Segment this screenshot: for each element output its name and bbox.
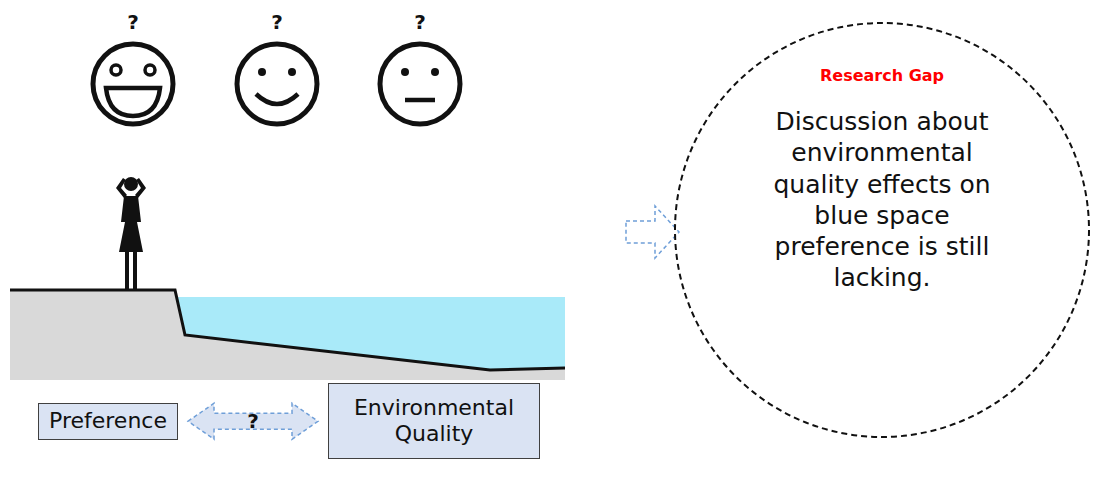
question-mark: ? [414,10,426,34]
gap-heading: Research Gap [672,66,1092,85]
transition-arrow [626,206,679,258]
face-icons [93,44,460,124]
box-label: Environmental Quality [329,395,539,448]
double-arrow [188,403,318,439]
edge-label: ? [247,409,259,433]
concept-box: Preference [38,403,178,440]
person-silhouette [116,177,146,290]
ground [10,290,565,380]
question-mark: ? [127,10,139,34]
box-label: Preference [49,408,167,434]
concept-box: Environmental Quality [328,383,540,459]
research-gap-circle: Research GapDiscussion about environment… [672,20,1092,440]
bank-line [10,290,565,370]
circle-outline [675,23,1089,437]
gap-text: Discussion about environmental quality e… [764,106,1000,294]
question-mark: ? [271,10,283,34]
